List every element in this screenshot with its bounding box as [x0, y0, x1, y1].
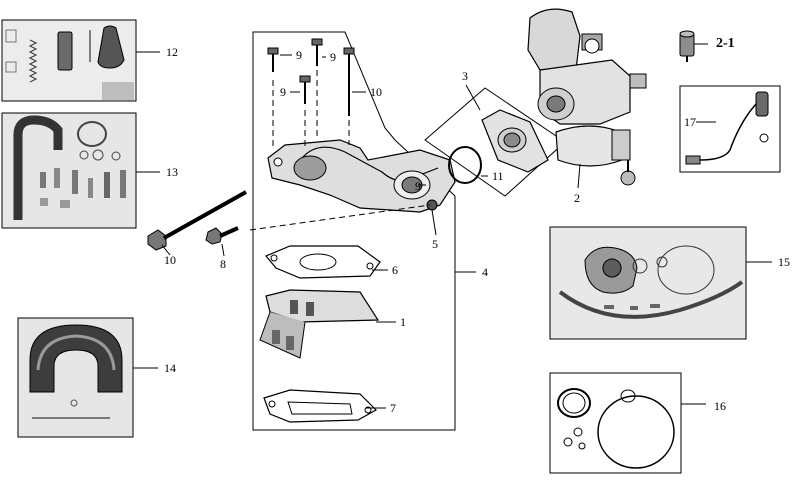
callout-9b: 9	[330, 50, 336, 64]
callout-6: 6	[392, 263, 398, 277]
callout-3: 3	[462, 69, 468, 83]
bolt-10-left	[147, 190, 247, 251]
bolt-8	[205, 226, 239, 245]
bolt-9-c	[299, 75, 311, 104]
gasket-7	[263, 389, 377, 423]
callout-2-1: 2-1	[716, 36, 735, 51]
gasket-6	[265, 245, 381, 279]
callout-10b: 10	[164, 253, 176, 267]
callout-17: 17	[684, 115, 696, 129]
bolt-10-long	[343, 47, 355, 116]
auto-choke-17	[679, 85, 781, 173]
part-2-1	[679, 30, 695, 62]
kit-box-13	[1, 112, 137, 229]
o-ring-11	[448, 146, 482, 184]
callout-10a: 10	[370, 85, 382, 99]
callout-2: 2	[574, 191, 580, 205]
bolt-9-a	[267, 47, 279, 72]
reed-valve-1	[259, 289, 380, 359]
carb-insulator	[481, 109, 549, 173]
callout-15: 15	[778, 255, 790, 269]
kit-box-12	[1, 19, 137, 102]
intake-manifold	[267, 139, 456, 213]
callout-14: 14	[164, 361, 176, 375]
alignment-lines	[249, 70, 431, 231]
kit-box-15	[549, 226, 747, 340]
callout-9c: 9	[280, 85, 286, 99]
callout-8: 8	[220, 257, 226, 271]
callout-5: 5	[432, 237, 438, 251]
kit-box-14	[17, 317, 134, 438]
carburetor-2	[527, 8, 647, 186]
callout-4: 4	[482, 265, 488, 279]
callout-16: 16	[714, 399, 726, 413]
callout-12: 12	[166, 45, 178, 59]
kit-box-16	[549, 372, 682, 474]
callout-7: 7	[390, 401, 396, 415]
callout-9d: 9	[415, 179, 421, 193]
callout-1: 1	[400, 315, 406, 329]
callout-13: 13	[166, 165, 178, 179]
callout-11: 11	[492, 169, 504, 183]
bolt-9-b	[311, 38, 323, 66]
callout-9a: 9	[296, 48, 302, 62]
